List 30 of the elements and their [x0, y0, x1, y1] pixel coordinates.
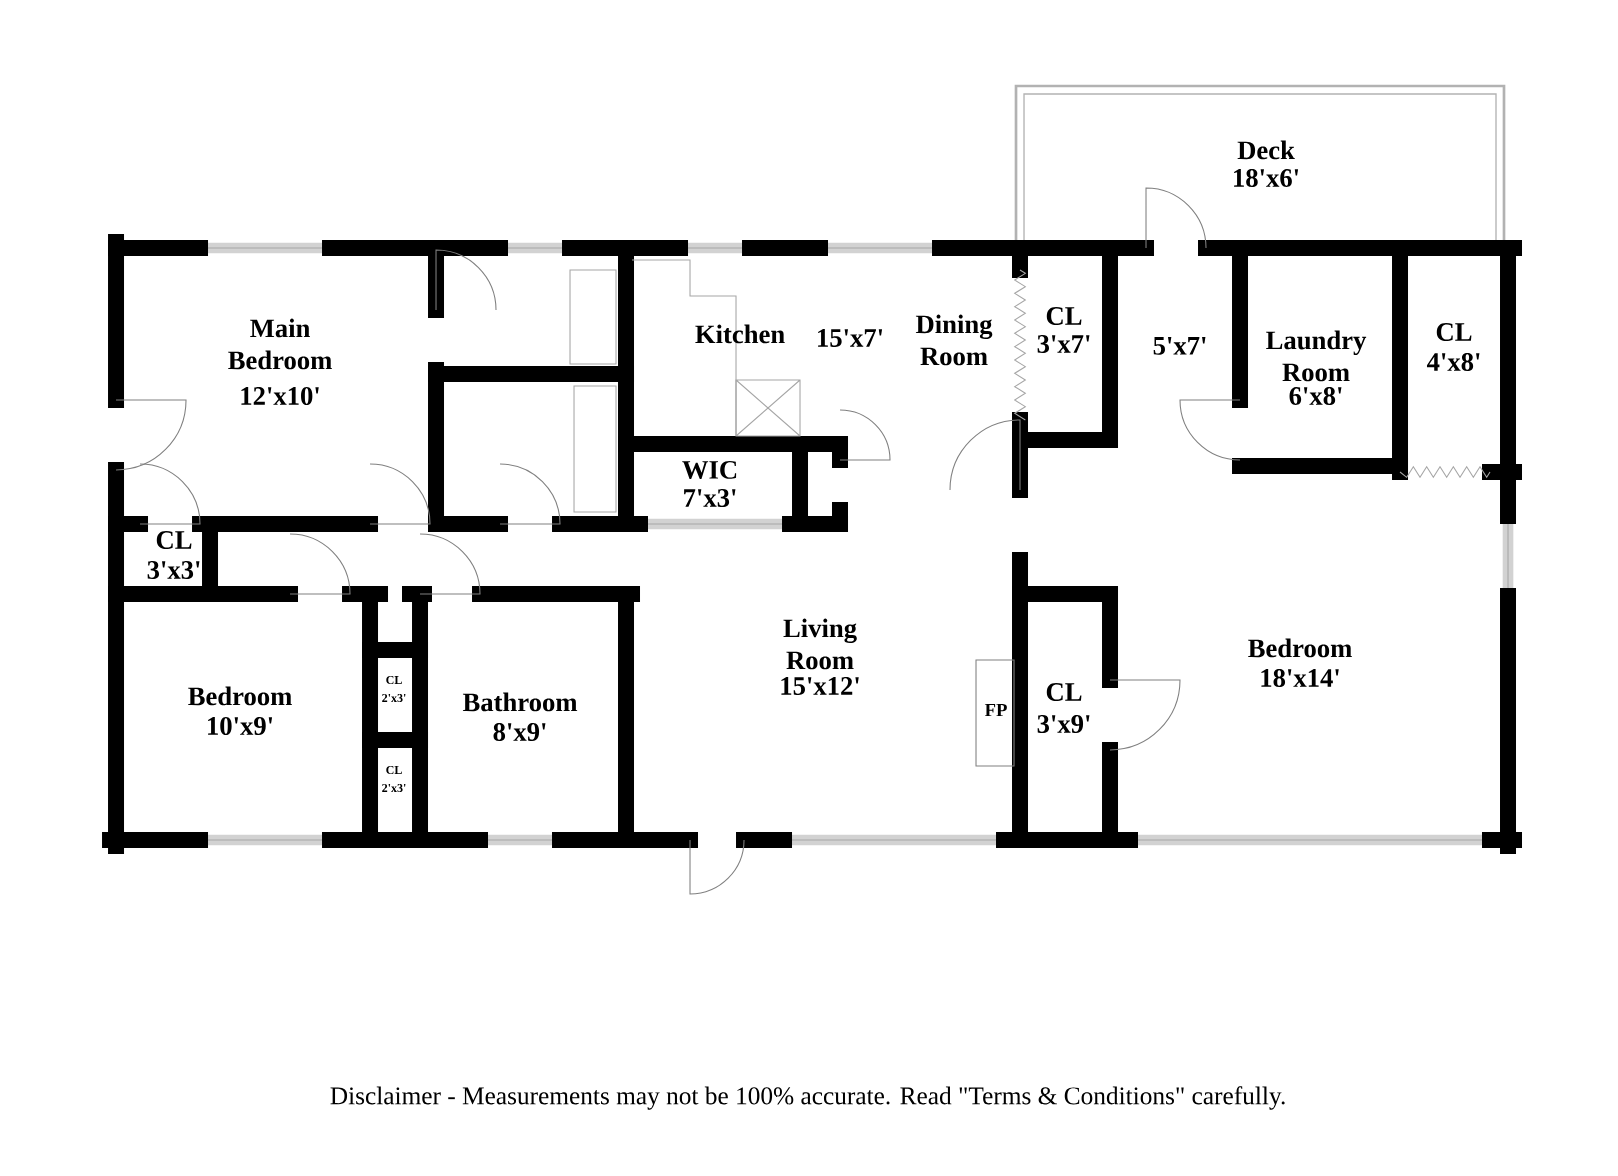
room-label: 3'x3' [147, 561, 200, 579]
room-label: 3'x7' [1037, 335, 1090, 353]
room-label: Main Bedroom [228, 318, 332, 370]
fireplace-label: FP [984, 703, 1007, 717]
room-label: 18'x14' [1261, 669, 1339, 687]
room-label: 15'x12' [781, 677, 859, 695]
room-label: 6'x8' [1289, 387, 1342, 405]
room-label: CL [1046, 683, 1082, 701]
room-label: 3'x9' [1037, 715, 1090, 733]
room-label: 15'x7' [818, 329, 883, 347]
room-label: Laundry Room [1266, 330, 1367, 382]
room-label: Bedroom [188, 686, 292, 706]
room-label: 7'x3' [684, 489, 736, 507]
room-label: 18'x6' [1234, 169, 1299, 187]
room-label: WIC [682, 460, 737, 480]
room-label: 12'x10' [241, 387, 319, 405]
room-label: CL [156, 531, 192, 549]
room-label: Deck [1237, 140, 1295, 160]
room-label: Living Room [783, 618, 857, 670]
room-label: CL [1436, 323, 1472, 341]
room-label: 10'x9' [208, 717, 273, 735]
room-label: Kitchen [695, 324, 785, 344]
room-label: CL [1046, 307, 1082, 325]
room-label: 8'x9' [493, 723, 546, 741]
room-label: Bedroom [1248, 638, 1352, 658]
room-label: Dining Room [915, 314, 993, 366]
disclaimer-text: Disclaimer - Measurements may not be 100% accurate. Read "Terms & Conditions" carefully. [330, 1086, 1285, 1110]
room-label: Bathroom [462, 692, 578, 712]
room-label: 5'x7' [1153, 337, 1206, 355]
room-label: 4'x8' [1427, 353, 1480, 371]
